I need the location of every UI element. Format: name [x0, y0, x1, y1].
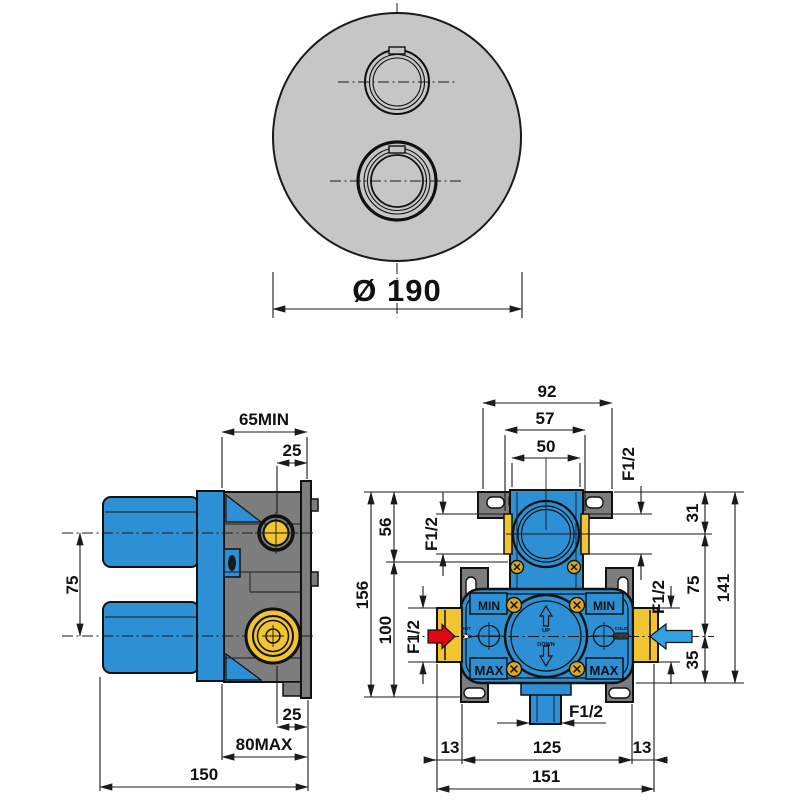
dim-thread-hot: F1/2	[404, 620, 423, 654]
dim-margin-left: 13	[441, 738, 460, 757]
hot-port-mark: HOT	[460, 622, 503, 650]
diameter-label: Ø 190	[352, 273, 441, 308]
dim-overall-depth: 150	[190, 765, 218, 784]
side-view-dimensions: 65MIN 25 75 25 80MAX 150	[63, 410, 309, 791]
brass-port-top	[255, 512, 298, 554]
dim-slot-width: 57	[536, 409, 555, 428]
dim-bracket-width: 92	[538, 382, 557, 401]
dim-port-width: 50	[537, 437, 556, 456]
body-screw	[505, 596, 523, 614]
body-screw	[505, 660, 523, 678]
dim-margin-right: 13	[633, 738, 652, 757]
dim-overall-height-left: 156	[353, 581, 372, 609]
dim-overall-width: 151	[532, 767, 560, 786]
hot-flow-arrow-icon	[427, 623, 456, 650]
label-hot: HOT	[461, 626, 471, 631]
cold-flow-arrow-icon	[649, 622, 693, 651]
dim-thread-top-right: F1/2	[619, 447, 638, 481]
label-max-left: MAX	[475, 663, 504, 678]
side-view: 65MIN 25 75 25 80MAX 150	[62, 410, 319, 791]
knob-index-notch	[388, 145, 406, 154]
body-screw	[568, 596, 586, 614]
dim-top-to-port: 31	[683, 504, 702, 523]
top-view-faceplate: Ø 190	[272, 3, 523, 318]
wall-flange	[300, 480, 319, 699]
dim-thread-bottom: F1/2	[569, 702, 603, 721]
junction-screw-right	[566, 559, 582, 575]
valve-main-body: MIN MIN MAX MAX UP DOWN	[459, 587, 635, 685]
dim-port-to-bottom: 35	[683, 651, 702, 670]
dim-thread-cold: F1/2	[649, 580, 668, 614]
knob-index-notch	[388, 46, 406, 55]
dim-upper-height: 56	[376, 518, 395, 537]
handle-bottom	[102, 601, 200, 674]
body-screw	[568, 660, 586, 678]
dim-depth-min: 65MIN	[239, 410, 289, 429]
dim-diameter: Ø 190	[272, 272, 523, 318]
dim-depth-max: 80MAX	[236, 735, 293, 754]
junction-screw-left	[509, 559, 525, 575]
dim-bracket-span: 125	[533, 738, 561, 757]
label-down: DOWN	[537, 642, 554, 648]
dim-lower-height: 100	[376, 616, 395, 644]
temperature-knob	[330, 140, 464, 222]
front-view: MIN MIN MAX MAX UP DOWN	[353, 382, 744, 793]
dim-port-offset-bottom: 25	[283, 705, 302, 724]
label-min-left: MIN	[478, 599, 500, 613]
label-min-right: MIN	[593, 599, 615, 613]
label-cold: COLD	[615, 626, 628, 631]
top-outlet-cylinder	[503, 489, 590, 595]
dim-thread-top-left: F1/2	[422, 517, 441, 551]
label-up: UP	[542, 628, 550, 634]
bottom-outlet-pipe	[520, 682, 572, 725]
dim-port-offset-top: 25	[283, 441, 302, 460]
valve-body-column	[196, 490, 225, 682]
handle-top	[102, 496, 200, 568]
label-max-right: MAX	[590, 663, 619, 678]
brass-port-bottom	[244, 607, 302, 665]
diverter-knob	[338, 46, 456, 115]
cartridge-cap	[503, 593, 589, 679]
front-view-dimensions: 92 57 50 F1/2 F1/2 156 56	[353, 382, 744, 793]
dim-handle-spacing: 75	[63, 576, 82, 595]
up-arrow-icon	[538, 604, 554, 627]
down-arrow-icon	[538, 645, 554, 668]
dim-port-spacing: 75	[684, 576, 703, 595]
dim-overall-height-right: 141	[714, 574, 733, 602]
faceplate-circle	[272, 12, 522, 262]
